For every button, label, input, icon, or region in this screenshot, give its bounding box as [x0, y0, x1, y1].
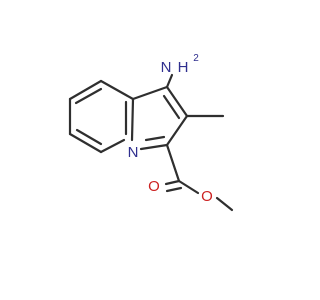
bond-c3-n4-inner [144, 135, 166, 142]
bond-c2-c3 [165, 114, 189, 147]
bond-c8a-c1 [131, 85, 169, 101]
bond-c1-c2-double [165, 85, 189, 118]
bond-c6-c5 [68, 132, 103, 154]
bond-c8a-c8 [99, 79, 135, 101]
amine-h-label: H [178, 59, 189, 76]
molecule-structure: N H 2 N O O [68, 53, 234, 212]
amine-subscript-label: 2 [193, 53, 199, 64]
structure-canvas: N H 2 N O O [68, 53, 234, 212]
bond-c1-c2-inner [162, 94, 181, 120]
ring-nitrogen-label: N [128, 144, 139, 161]
bond-c3-n4 [139, 143, 169, 151]
bond-c5-n4 [99, 138, 126, 154]
bond-c6-c5-double [75, 128, 103, 146]
bond-carbonyl-o-single [177, 179, 200, 195]
bond-carbonyl-o-double-a [164, 179, 181, 186]
carbonyl-oxygen-label: O [148, 178, 160, 195]
bond-carbonyl-o-double-b [165, 186, 183, 193]
amine-n-label: N [161, 59, 172, 76]
bond-c3-carbonyl [165, 143, 181, 183]
bond-c8-c7 [68, 79, 103, 101]
ester-oxygen-label: O [201, 188, 213, 205]
bond-c1-nh2 [165, 73, 174, 89]
bond-n4-c8a [130, 97, 135, 142]
bond-c8-c7-double [74, 87, 103, 105]
bond-ester-methyl [215, 196, 234, 212]
